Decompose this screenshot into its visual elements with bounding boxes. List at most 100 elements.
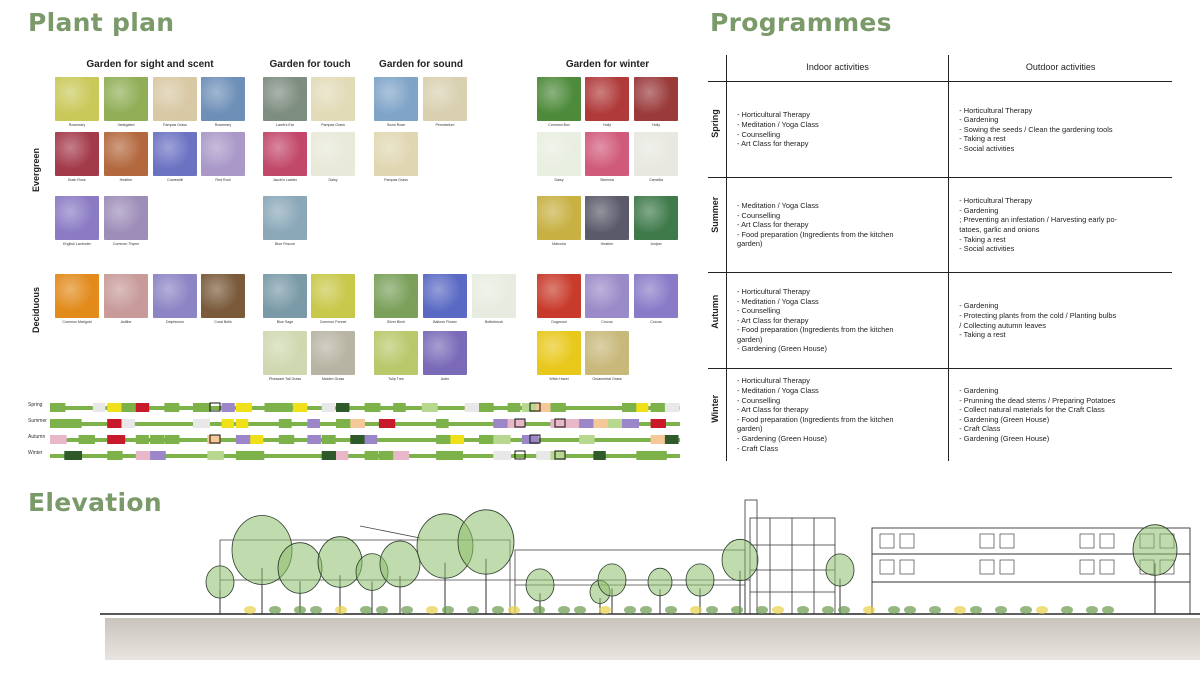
season-cell <box>336 403 350 412</box>
window <box>1099 533 1115 549</box>
season-cell <box>107 403 122 412</box>
season-cell <box>50 435 67 444</box>
col-header-outdoor: Outdoor activities <box>948 55 1172 82</box>
season-cell <box>450 451 463 460</box>
season-cell <box>235 403 252 412</box>
plant-photo <box>263 132 307 176</box>
season-cell <box>121 419 135 428</box>
plant-photo <box>311 77 355 121</box>
season-cell <box>321 451 339 460</box>
building-atrium <box>744 499 836 615</box>
season-cell <box>550 419 567 428</box>
tree <box>525 568 555 614</box>
season-cell <box>64 451 83 460</box>
ground-wash <box>105 618 1200 660</box>
season-cell <box>364 435 378 444</box>
shrub <box>376 606 388 614</box>
season-cell <box>650 451 667 460</box>
season-cell <box>436 419 449 428</box>
season-cell <box>622 403 639 412</box>
plant-photo <box>263 77 307 121</box>
season-label-winter: Winter <box>28 450 43 456</box>
shrub <box>797 606 809 614</box>
shrub <box>970 606 982 614</box>
plant-photo <box>153 132 197 176</box>
season-label-autumn: Autumn <box>28 434 46 440</box>
season-cell <box>350 419 366 428</box>
tree <box>277 542 323 614</box>
plant-caption: Rosemary <box>68 123 86 127</box>
shrub <box>574 606 586 614</box>
season-cell <box>378 451 395 460</box>
season-cell <box>664 435 679 444</box>
window <box>979 559 995 575</box>
window <box>1099 559 1115 575</box>
indoor-cell: - Horticultural Therapy - Meditation / Y… <box>726 81 950 178</box>
table-row-winter: Winter - Horticultural Therapy - Meditat… <box>708 368 1172 461</box>
season-cell <box>393 451 410 460</box>
season-cell <box>135 435 149 444</box>
season-cell <box>593 419 610 428</box>
plant-photo <box>472 274 516 318</box>
plant-caption: Blue Sage <box>276 320 294 324</box>
season-cell <box>421 403 438 412</box>
plant-photo <box>374 274 418 318</box>
plant-caption: Ornamental Grass <box>592 377 622 381</box>
indoor-cell: - Horticultural Therapy - Meditation / Y… <box>726 368 950 461</box>
plant-caption: Bottlebrush <box>484 320 504 324</box>
plant-photo <box>153 77 197 121</box>
season-cell <box>250 451 265 460</box>
season-cell <box>150 451 166 460</box>
plant-caption: Red Root <box>215 178 231 182</box>
plant-caption: Mahonia <box>552 242 566 246</box>
window <box>979 533 995 549</box>
plant-caption: Common Box <box>548 123 570 127</box>
season-cell <box>221 419 234 428</box>
outdoor-cell: - Gardening - Protecting plants from the… <box>948 272 1172 369</box>
season-label: Winter <box>710 394 721 423</box>
season-cell <box>164 403 180 412</box>
season-cell <box>464 403 480 412</box>
plant-photo <box>585 331 629 375</box>
plant-caption: Silver Birch <box>386 320 406 324</box>
plant-photo <box>263 274 307 318</box>
shrub <box>1061 606 1073 614</box>
shrub <box>442 606 454 614</box>
season-cell <box>636 451 652 460</box>
shrub <box>954 606 966 614</box>
season-bar-grid <box>50 402 680 460</box>
plant-photo <box>585 196 629 240</box>
plant-photo <box>374 77 418 121</box>
plant-photo <box>201 274 245 318</box>
group-title-winter: Garden for winter <box>565 59 650 70</box>
shrub <box>269 606 281 614</box>
shrub <box>706 606 718 614</box>
tree <box>416 513 474 614</box>
plant-caption: Pampas Grass <box>321 123 345 127</box>
elevation-shrubs <box>244 606 1114 614</box>
shrub <box>508 606 520 614</box>
tree <box>721 538 759 614</box>
shrub <box>995 606 1007 614</box>
shrub <box>492 606 504 614</box>
season-cell <box>564 419 581 428</box>
shrub <box>838 606 850 614</box>
elevation-drawing <box>100 499 1200 660</box>
plant-caption: Holly <box>603 123 611 127</box>
plant-caption: Juniper <box>650 242 662 246</box>
season-cell <box>307 435 321 444</box>
plant-photo <box>263 331 307 375</box>
plant-caption: Jacob's Ladder <box>272 178 298 182</box>
season-cell <box>50 419 65 428</box>
plant-photo <box>104 132 148 176</box>
season-cell <box>78 435 95 444</box>
plant-caption: Common Marigold <box>62 320 92 324</box>
shrub <box>426 606 438 614</box>
season-cell <box>536 403 554 412</box>
season-marker <box>514 418 526 428</box>
shrub <box>888 606 900 614</box>
shrub <box>772 606 784 614</box>
season-cell: Spring <box>708 81 727 178</box>
shrub <box>533 606 545 614</box>
season-marker <box>529 434 541 444</box>
